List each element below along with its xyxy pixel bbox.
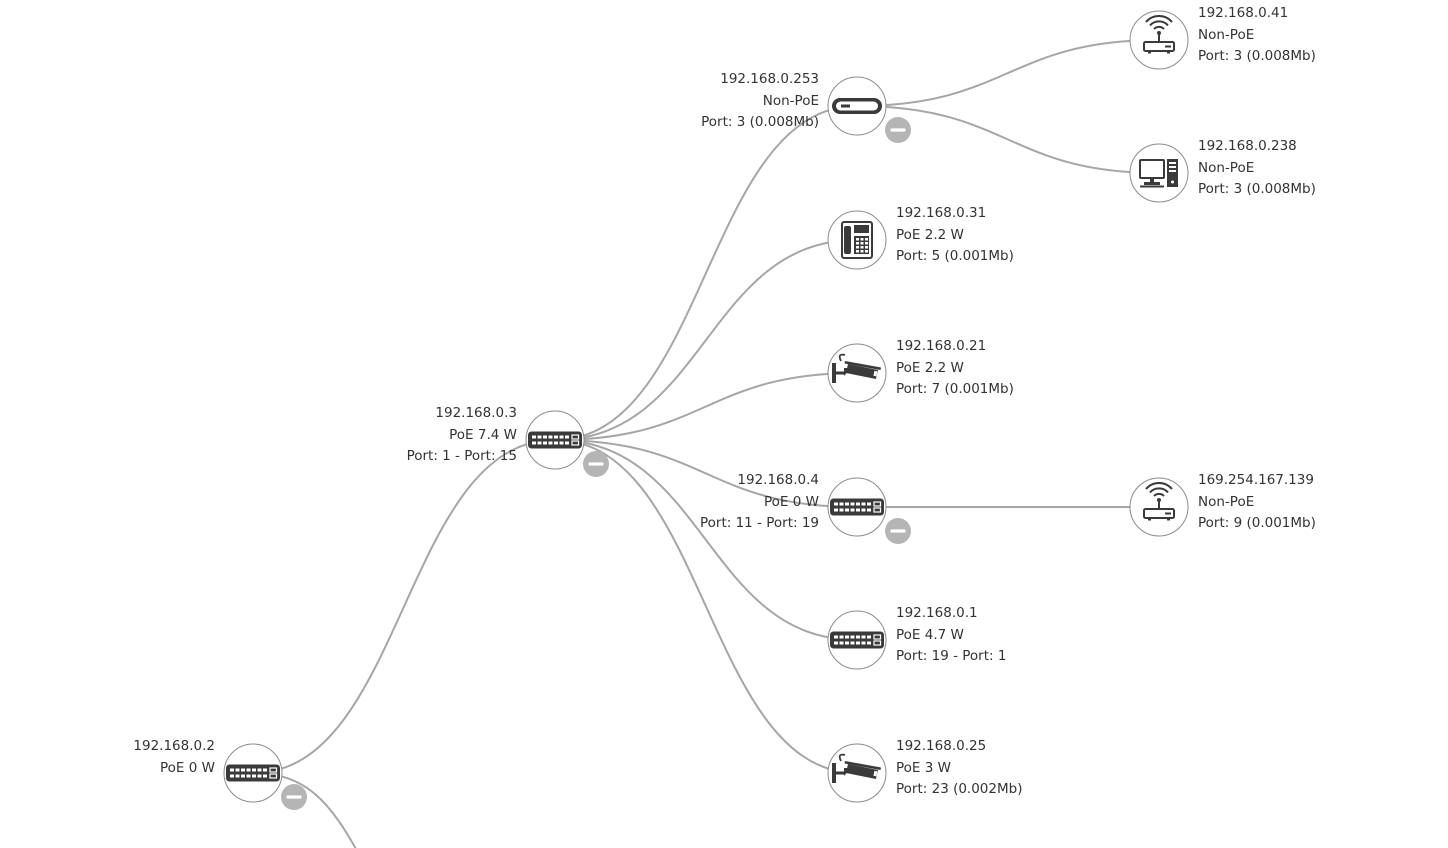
device-port: Port: 3 (0.008Mb) [701, 114, 819, 130]
device-port: Port: 5 (0.001Mb) [896, 248, 1014, 264]
device-node[interactable] [827, 210, 887, 270]
device-node[interactable] [827, 743, 887, 803]
device-port: Port: 1 - Port: 15 [406, 448, 517, 464]
device-node[interactable] [827, 610, 887, 670]
device-node[interactable] [827, 343, 887, 403]
topology-link [554, 239, 858, 441]
ip-phone-icon [841, 221, 873, 259]
collapse-icon[interactable] [583, 451, 609, 477]
device-node[interactable] [827, 76, 911, 143]
device-node[interactable] [223, 743, 307, 810]
switch-icon [225, 763, 281, 783]
device-ip: 192.168.0.21 [896, 338, 987, 354]
topology-link [252, 439, 556, 774]
device-power: PoE 3 W [896, 759, 951, 776]
collapse-icon[interactable] [885, 518, 911, 544]
device-ip: 192.168.0.25 [896, 738, 987, 754]
topology-link [554, 372, 858, 441]
device-port: Port: 9 (0.001Mb) [1198, 515, 1316, 531]
device-node[interactable] [1129, 477, 1189, 537]
device-power: Non-PoE [1198, 159, 1255, 176]
device-power: Non-PoE [762, 92, 819, 109]
device-power: PoE 2.2 W [896, 226, 964, 243]
device-port: Port: 11 - Port: 19 [699, 515, 819, 531]
device-node[interactable] [525, 410, 609, 477]
device-power: PoE 7.4 W [449, 426, 517, 443]
device-power: Non-PoE [1198, 493, 1255, 510]
collapse-icon[interactable] [885, 117, 911, 143]
device-power: PoE 4.7 W [896, 626, 964, 643]
device-node[interactable] [1129, 143, 1189, 203]
device-ip: 192.168.0.238 [1198, 138, 1297, 154]
device-power: PoE 0 W [160, 759, 215, 776]
device-node[interactable] [1129, 10, 1189, 70]
device-ip: 192.168.0.253 [720, 71, 819, 87]
device-node[interactable] [827, 477, 911, 544]
switch-icon [527, 430, 583, 450]
topology-link [856, 39, 1160, 107]
device-ip: 192.168.0.31 [896, 205, 987, 221]
device-power: Non-PoE [1198, 26, 1255, 43]
device-port: Port: 19 - Port: 1 [896, 648, 1007, 664]
device-port: Port: 7 (0.001Mb) [896, 381, 1014, 397]
topology-link [554, 439, 858, 508]
device-power: PoE 0 W [764, 493, 819, 510]
device-port: Port: 3 (0.008Mb) [1198, 181, 1316, 197]
device-port: Port: 23 (0.002Mb) [896, 781, 1023, 797]
topology-link [554, 105, 858, 441]
topology-link [554, 439, 858, 774]
collapse-icon[interactable] [281, 784, 307, 810]
device-ip: 192.168.0.3 [435, 405, 517, 421]
device-ip: 192.168.0.2 [133, 738, 215, 754]
switch-icon [829, 497, 885, 517]
device-ip: 192.168.0.4 [737, 472, 819, 488]
topology-link [856, 105, 1160, 174]
device-port: Port: 3 (0.008Mb) [1198, 48, 1316, 64]
device-ip: 192.168.0.41 [1198, 5, 1289, 21]
topology-link [554, 439, 858, 641]
switch-icon [829, 630, 885, 650]
device-ip: 192.168.0.1 [896, 605, 978, 621]
device-ip: 169.254.167.139 [1198, 472, 1314, 488]
router-icon [832, 98, 882, 114]
desktop-computer-icon [1139, 158, 1179, 189]
device-power: PoE 2.2 W [896, 359, 964, 376]
